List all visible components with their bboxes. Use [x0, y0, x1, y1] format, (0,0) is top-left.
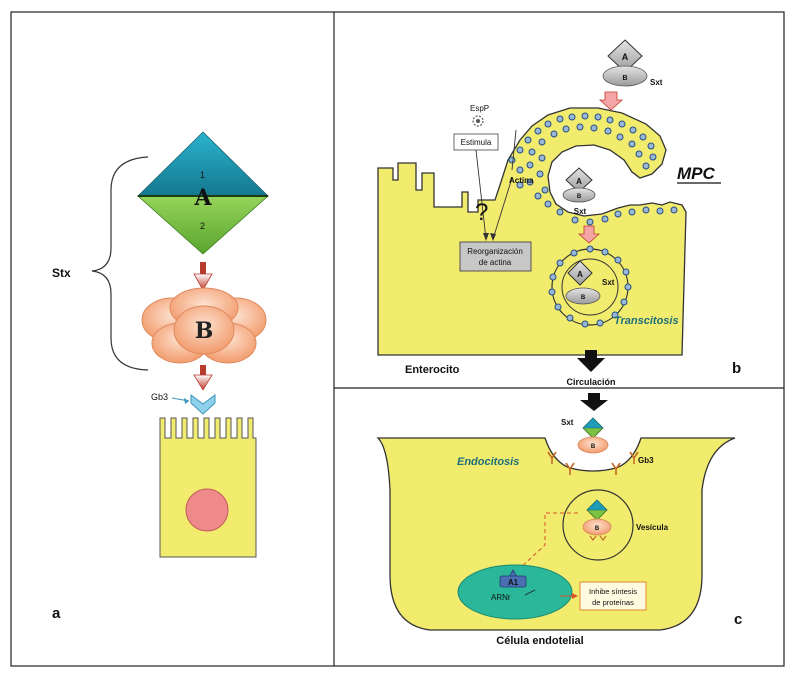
stimulation-arrows — [475, 129, 517, 240]
toxin-top-b: B — [622, 75, 627, 82]
gb3-label-c: Gb3 — [638, 456, 654, 465]
sxt-label-vesicle: Sxt — [602, 278, 615, 287]
endocytic-vesicle: B Vesícula — [562, 489, 669, 561]
inhibe-box — [579, 581, 647, 611]
endothelial-nucleus: A1 ARNr — [457, 564, 573, 620]
panel-a: Stx 1 A 2 B — [52, 131, 270, 622]
a1-dashed-path — [519, 512, 578, 569]
arrow-from-circulation — [580, 393, 608, 411]
question-mark: ? — [475, 199, 488, 226]
actina-label: Actina — [509, 176, 534, 185]
arnr-label: ARNr — [491, 593, 511, 602]
a1-label: A1 — [508, 578, 519, 587]
panel-c-label: c — [734, 611, 742, 628]
espp-protease: EspP — [470, 104, 489, 127]
endocitosis-label: Endocitosis — [457, 456, 519, 468]
toxin-vesicle-b: B — [581, 295, 586, 301]
panel-c: B Sxt Gb3 Endocitosis B Vesícula — [376, 393, 742, 647]
transcitosis-label: Transcitosis — [614, 315, 679, 327]
stx-brace — [91, 156, 149, 371]
stx-toxin-pocket: A B Sxt — [562, 167, 596, 216]
transcytosis-vesicle: A B Sxt — [548, 245, 632, 328]
inhibe-line2: de proteínas — [592, 598, 634, 607]
subunit-b-letter: B — [195, 318, 214, 344]
celula-endotelial-label: Célula endotelial — [496, 635, 583, 647]
panel-b: A B Sxt EspP Estimula Actina ? Reorganiz… — [377, 39, 741, 387]
toxin-top-a: A — [622, 52, 629, 62]
vesicula-label: Vesícula — [636, 523, 669, 532]
toxin-surface-b: B — [591, 444, 596, 450]
reorganizacion-line1: Reorganización — [467, 247, 523, 256]
sxt-label-top: Sxt — [650, 78, 663, 87]
stx-toxin-surface: B Sxt — [561, 417, 609, 454]
figure-frame — [10, 11, 785, 667]
subunit-a-letter: A — [193, 185, 212, 211]
toxin-vesicle-a: A — [577, 270, 583, 279]
espp-label: EspP — [470, 104, 489, 113]
inhibe-line1: Inhibe síntesis — [589, 587, 637, 596]
circulacion-label: Circulación — [566, 377, 615, 387]
mpc-label: MPC — [677, 164, 716, 183]
subunit-a1-number: 1 — [200, 170, 205, 180]
arrow-a-to-b — [193, 262, 213, 291]
arrow-to-transcytosis — [577, 225, 601, 244]
stx-toxin-top: A B Sxt — [598, 39, 663, 111]
gb3-receptors-c — [547, 451, 639, 475]
subunit-a-diamond: 1 A 2 — [136, 131, 270, 255]
toxin-pocket-a: A — [576, 177, 582, 186]
sxt-label-c: Sxt — [561, 418, 574, 427]
gb3-receptor: Gb3 — [151, 392, 216, 415]
gb3-label: Gb3 — [151, 392, 168, 402]
membrane-vesicle-dots — [508, 112, 678, 226]
enterocito-label: Enterocito — [405, 364, 460, 376]
subunit-a2-number: 2 — [200, 221, 205, 231]
arrow-b-to-gb3 — [193, 365, 213, 391]
subunit-b-pentamer: B — [141, 287, 267, 364]
toxin-pocket-b: B — [577, 194, 582, 200]
intestinal-cell — [159, 417, 257, 558]
panel-a-label: a — [52, 605, 61, 622]
sxt-label-pocket: Sxt — [574, 207, 587, 216]
arrow-to-circulation — [577, 350, 605, 372]
reorganizacion-box — [459, 241, 532, 272]
stx-label: Stx — [52, 266, 71, 280]
estimula-label: Estimula — [461, 138, 492, 147]
toxin-vesicle-c-b: B — [595, 526, 600, 532]
reorganizacion-line2: de actina — [479, 258, 512, 267]
panel-b-label: b — [732, 360, 741, 377]
cell-nucleus — [185, 488, 229, 532]
